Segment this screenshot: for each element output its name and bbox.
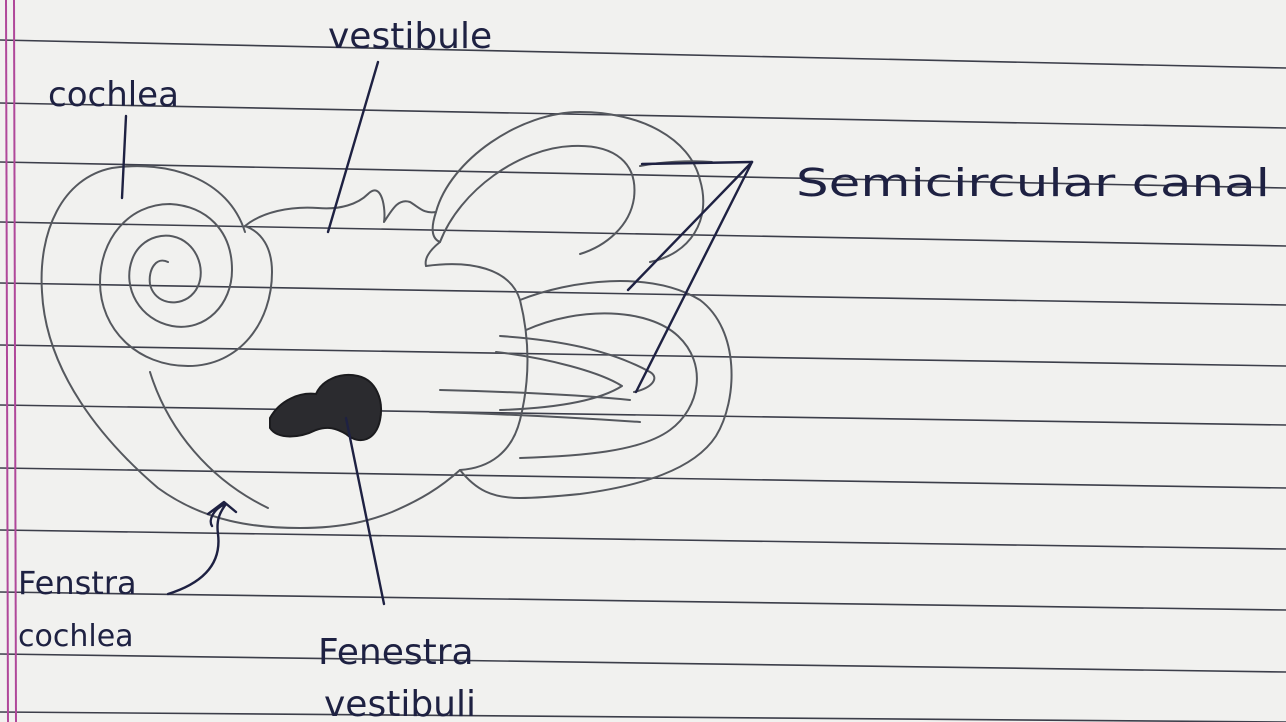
ruled-line (0, 468, 1286, 488)
superior-canal-outer (436, 112, 703, 262)
fenestra-vestibuli-label-line2: vestibuli (324, 684, 476, 722)
semicircular-pointer-2 (628, 162, 752, 290)
ruled-line (0, 712, 1286, 722)
posterior-canal-inner (520, 313, 697, 458)
ruled-line (0, 405, 1286, 425)
ruled-line (0, 530, 1286, 549)
ruled-lines (0, 40, 1286, 722)
vestibule-pointer (328, 62, 378, 232)
superior-canal-inner (440, 146, 634, 254)
cochlea-label: cochlea (48, 75, 179, 115)
fenestra-cochlea-label-line1: Fenstra (18, 564, 137, 602)
lateral-canal-line (500, 336, 654, 392)
ruled-line (0, 222, 1286, 246)
fenestra-cochlea-label-line2: cochlea (18, 619, 134, 654)
vestibule-label: vestibule (328, 16, 492, 57)
ruled-line (0, 345, 1286, 366)
fenestra-vestibuli-label-line1: Fenestra (318, 632, 474, 673)
cochlea-inner-fold (150, 372, 268, 508)
ruled-line (0, 103, 1286, 128)
semicircular-canal-label: Semicircular canal (796, 161, 1270, 205)
margin-lines (6, 0, 16, 722)
posterior-canal-outer (520, 281, 732, 498)
ruled-line (0, 654, 1286, 672)
cochlea-pointer (122, 116, 126, 198)
fenestra-cochlea-arrowhead (208, 502, 236, 526)
fenestra-vestibuli-pointer (346, 418, 384, 604)
fenestra-vestibuli-window (270, 375, 381, 440)
lateral-canal-line (496, 352, 622, 410)
ruled-line (0, 592, 1286, 610)
label-pointers (122, 62, 752, 604)
vestibule-outline-lower (426, 264, 528, 498)
ruled-line (0, 40, 1286, 68)
